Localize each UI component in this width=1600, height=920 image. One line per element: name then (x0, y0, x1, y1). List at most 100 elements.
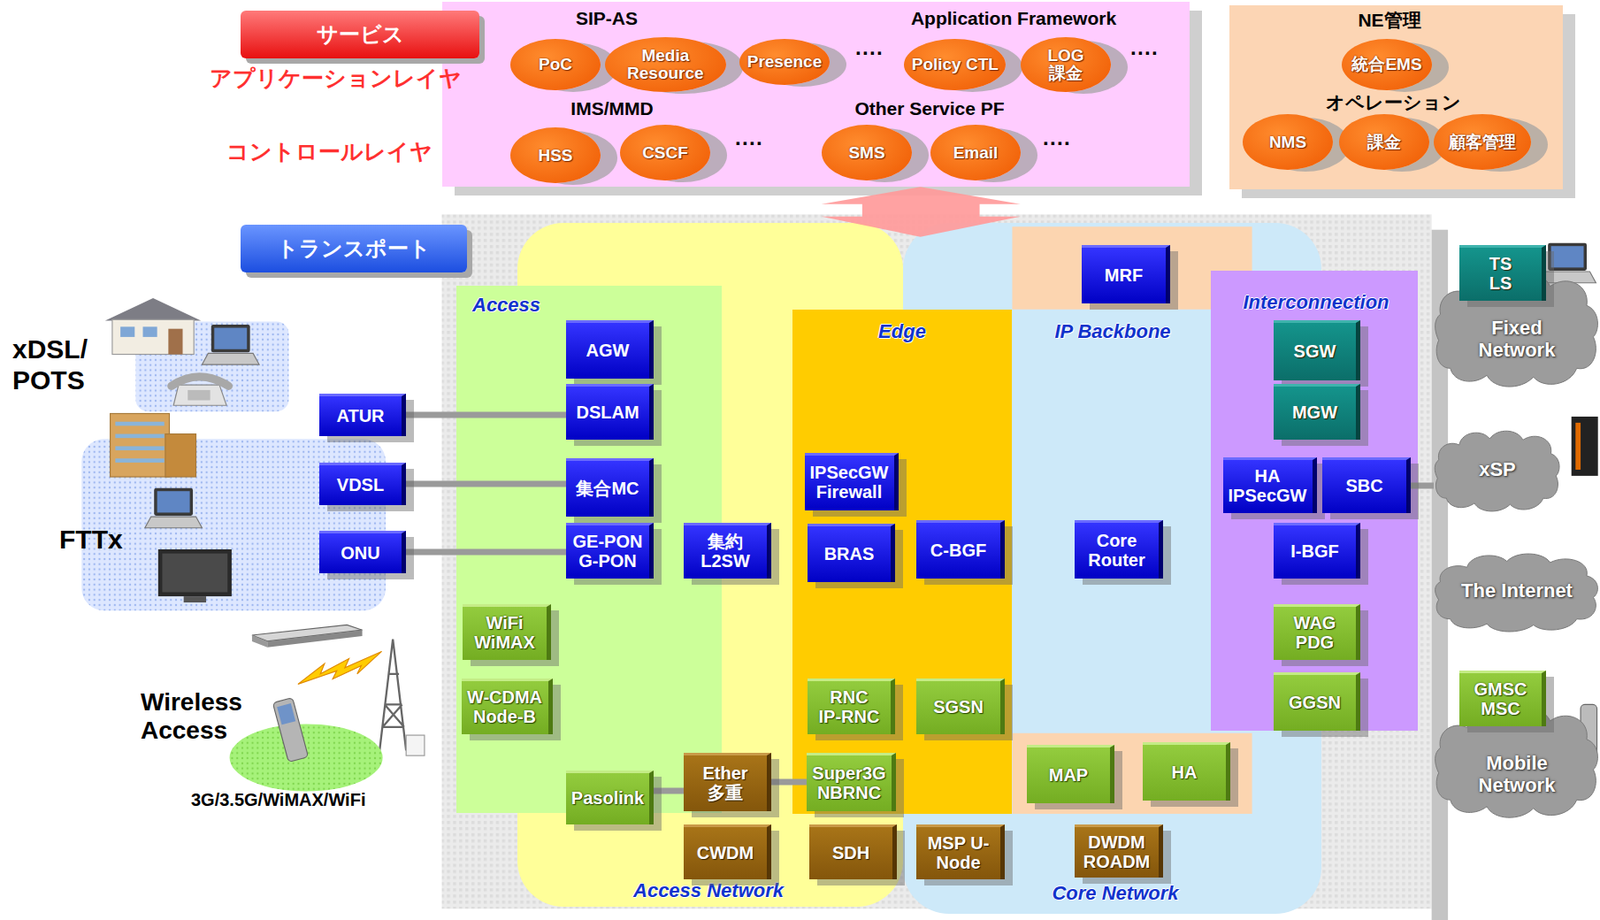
text-anchor: SIP-AS (575, 7, 638, 30)
node-text: W-CDMA Node-B (465, 688, 544, 727)
equipment-box: GE-PON G-PON (566, 522, 654, 579)
equipment-box: C-BGF (916, 520, 1005, 579)
equipment-box: SDH (809, 824, 897, 880)
ellipsis-mark: ···· (1130, 40, 1159, 65)
text-anchor: IP Backbone (1054, 320, 1171, 344)
node-text: Pasolink (571, 788, 644, 809)
equipment-box: MGW (1273, 383, 1361, 440)
section-tag: トランスポート (240, 224, 467, 273)
server-stripe (1575, 422, 1581, 470)
radio-tower (379, 639, 406, 751)
access-type-label: xDSL/ POTS (12, 334, 92, 396)
node-text: Interconnection (1242, 290, 1389, 314)
equipment-box: SGW (1273, 320, 1361, 381)
function-ellipse: HSS (510, 127, 601, 184)
function-ellipse: SMS (821, 124, 912, 181)
radio-bolt (298, 650, 383, 684)
equipment-box: SBC (1322, 457, 1411, 513)
building-main (110, 413, 170, 477)
node-text: IP Backbone (1054, 320, 1171, 343)
node-text: トランスポート (276, 234, 431, 263)
network-region: EdgeIPSecGW FirewallBRAS C-BGF RNC IP-RNC S… (792, 309, 1012, 814)
equipment-box: MAP (1026, 744, 1115, 804)
node-text: IPSecGW Firewall (808, 463, 890, 502)
node-text: Edge (878, 320, 927, 343)
node-text: HA IPSecGW (1226, 466, 1309, 506)
node-text: 顧客管理 (1448, 133, 1516, 152)
function-ellipse: CSCF (620, 124, 711, 181)
laptop-icon (145, 488, 203, 529)
node-text: ONU (340, 543, 380, 564)
equipment-box: ATUR (319, 393, 406, 437)
building-windows (114, 421, 164, 427)
laptop-lid (153, 488, 193, 516)
node-text: Ether 多重 (701, 764, 751, 803)
equipment-box: IPSecGW Firewall (804, 452, 899, 511)
laptop-lid (1547, 243, 1587, 271)
node-text: CSCF (642, 144, 689, 162)
equipment-box: Ether 多重 (683, 752, 772, 812)
laptop-lid (211, 324, 251, 353)
stb-front (267, 629, 362, 648)
equipment-box: SGSN (916, 678, 1005, 735)
access-type-label: Wireless Access (140, 688, 245, 745)
label-anchor: xDSL/ POTS (12, 334, 92, 396)
function-ellipse: 顧客管理 (1433, 114, 1532, 170)
link-line (653, 788, 684, 795)
node-text: LOG 課金 (1046, 46, 1087, 83)
access-type-label: FTTx (59, 524, 123, 554)
node-text: WiFi WiMAX (473, 613, 537, 652)
link-line (405, 412, 567, 419)
node-text: 集合MC (575, 479, 639, 499)
node-text: WAG PDG (1292, 613, 1338, 652)
equipment-box: ONU (319, 530, 406, 574)
server-icon (1571, 416, 1599, 476)
terminal-box (405, 734, 425, 756)
node-text: SGSN (933, 697, 984, 718)
label-anchor: ···· (1130, 40, 1159, 66)
text-anchor: Interconnection (1242, 290, 1389, 314)
equipment-box: VDSL (319, 462, 406, 506)
phone-handset (171, 376, 230, 386)
function-ellipse: NMS (1242, 114, 1333, 170)
equipment-box: Core Router (1074, 520, 1164, 579)
link-line (405, 549, 567, 556)
node-text: IMS/MMD (570, 98, 653, 119)
text-anchor: Other Service PF (854, 98, 1004, 120)
node-text: RNC IP-RNC (817, 688, 881, 727)
tv-stand (183, 596, 207, 603)
layer-label: コントロールレイヤ (226, 138, 433, 165)
equipment-box: GGSN (1273, 672, 1361, 731)
label-anchor: Wireless Access (140, 688, 245, 745)
equipment-box: MSP U-Node (916, 824, 1005, 880)
section-tag: サービス (240, 10, 480, 59)
node-text: DWDM ROADM (1081, 833, 1152, 872)
node-text: VDSL (336, 475, 384, 496)
cloud-outline (1435, 553, 1599, 632)
cellphone-icon (272, 697, 308, 763)
tv-frame (158, 549, 232, 597)
equipment-box: DWDM ROADM (1074, 824, 1164, 878)
node-text: GMSC MSC (1472, 680, 1529, 719)
equipment-box: HA IPSecGW (1223, 457, 1317, 513)
equipment-box: I-BGF (1273, 522, 1361, 579)
network-cloud: The Internet (1433, 549, 1600, 634)
equipment-box: WiFi WiMAX (462, 604, 552, 660)
node-text: 集約 L2SW (699, 532, 752, 571)
house-window (143, 326, 158, 337)
node-text: Access (472, 293, 541, 316)
text-anchor: NE管理 (1357, 7, 1421, 33)
equipment-box: BRAS (807, 523, 896, 582)
equipment-box: 集合MC (566, 458, 654, 517)
node-text: HA (1171, 763, 1198, 783)
node-text: 統合EMS (1351, 55, 1422, 74)
function-ellipse: Presence (739, 38, 830, 85)
laptop-base (201, 352, 260, 365)
node-text: SMS (848, 144, 885, 162)
text-anchor: Core Network (1051, 881, 1179, 905)
label-anchor: コントロールレイヤ (226, 137, 433, 167)
node-text: Core Network (1051, 881, 1179, 904)
node-text: I-BGF (1290, 542, 1339, 562)
node-text: ATUR (336, 406, 384, 427)
function-ellipse: Email (930, 124, 1021, 181)
